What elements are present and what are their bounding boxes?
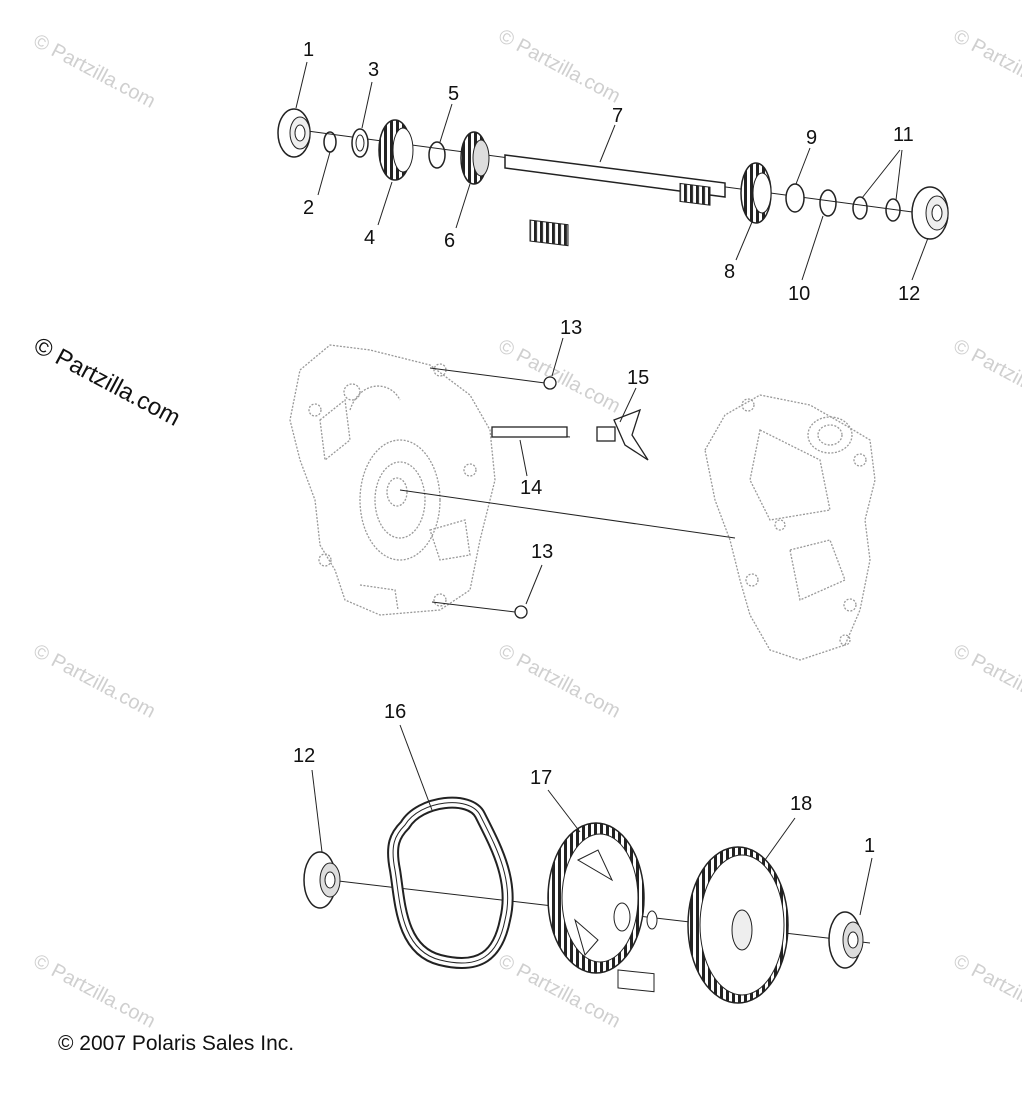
callout-5: 5 <box>448 83 459 105</box>
dowel-line-top <box>429 367 546 384</box>
callout-14: 14 <box>520 477 542 499</box>
callout-3: 3 <box>368 59 379 81</box>
leader-lines-bottom <box>311 724 873 916</box>
callout-10: 10 <box>788 283 810 305</box>
leader-lines-top <box>295 61 929 281</box>
callout-17: 17 <box>530 767 552 789</box>
callout-2: 2 <box>303 197 314 219</box>
callout-15: 15 <box>627 367 649 389</box>
bearing-12 <box>911 186 949 240</box>
shift-fork-15 <box>596 408 649 461</box>
shift-rail-14 <box>491 426 571 438</box>
dowel-13-bottom <box>514 605 528 619</box>
bushing-9 <box>785 183 805 213</box>
washer-3 <box>351 128 369 158</box>
callout-1: 1 <box>303 39 314 61</box>
ring-10 <box>819 189 837 217</box>
dowel-13-top <box>543 376 557 390</box>
crankcase-left-half <box>289 344 496 616</box>
gear-18 <box>687 846 789 1004</box>
rings-11 <box>852 196 901 222</box>
callout-13: 13 <box>560 317 582 339</box>
callout-13: 13 <box>531 541 553 563</box>
callout-9: 9 <box>806 127 817 149</box>
callout-18: 18 <box>790 793 812 815</box>
callout-7: 7 <box>612 105 623 127</box>
shaft-7 <box>504 154 726 247</box>
callout-11: 11 <box>893 124 914 146</box>
copyright-notice: © 2007 Polaris Sales Inc. <box>58 1032 295 1055</box>
callout-6: 6 <box>444 230 455 252</box>
dowel-line-bottom <box>431 601 516 613</box>
callout-16: 16 <box>384 701 406 723</box>
drive-belt-16 <box>387 796 514 970</box>
ring-2 <box>323 131 337 153</box>
bearing-1 <box>277 108 311 158</box>
gear-8 <box>740 162 772 224</box>
callout-1: 1 <box>864 835 875 857</box>
gear-4 <box>378 119 414 181</box>
callout-8: 8 <box>724 261 735 283</box>
bearing-12-bottom <box>303 851 341 909</box>
gear-17 <box>547 822 658 993</box>
crankcase-right-half <box>704 394 876 661</box>
case-alignment-line <box>399 489 736 539</box>
washer-5 <box>428 141 446 169</box>
callout-4: 4 <box>364 227 375 249</box>
bearing-1-bottom <box>828 911 864 969</box>
callout-12: 12 <box>898 283 920 305</box>
leader-lines-middle <box>519 337 637 605</box>
gear-6 <box>460 131 490 185</box>
callout-12: 12 <box>293 745 315 767</box>
